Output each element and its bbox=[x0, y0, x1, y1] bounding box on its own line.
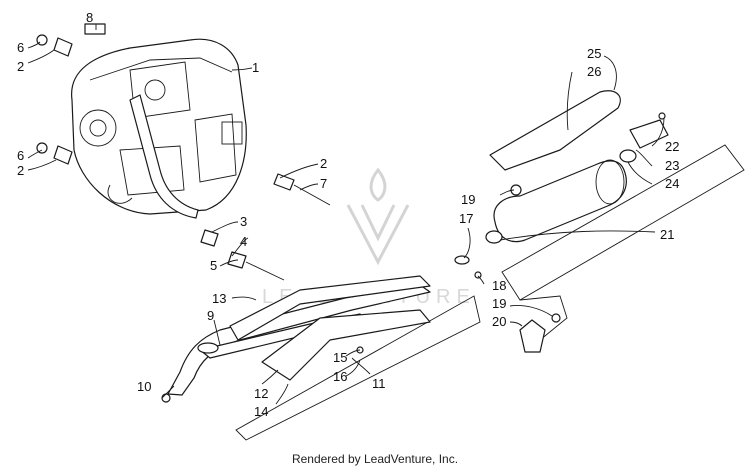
render-credit: Rendered by LeadVenture, Inc. bbox=[291, 452, 459, 466]
callout-labels: 1 2 2 2 3 4 5 6 6 7 8 9 10 11 12 13 14 1… bbox=[17, 10, 679, 419]
muffler-gasket bbox=[454, 255, 470, 265]
callout-4: 4 bbox=[240, 234, 247, 249]
engine-mount-bolt bbox=[245, 261, 285, 281]
callout-3: 3 bbox=[240, 214, 247, 229]
exhaust-pipe-flange bbox=[197, 342, 219, 354]
callout-24: 24 bbox=[665, 176, 679, 191]
callout-17: 17 bbox=[459, 211, 473, 226]
callout-6-upper: 6 bbox=[17, 40, 24, 55]
callout-25: 25 bbox=[587, 46, 601, 61]
pipe-heat-shield bbox=[261, 309, 431, 381]
front-lower-nut bbox=[36, 142, 48, 154]
engine-mount-bushing bbox=[200, 229, 219, 247]
callout-8: 8 bbox=[86, 10, 93, 25]
pipe-reference-frame bbox=[235, 295, 481, 441]
callout-23: 23 bbox=[665, 158, 679, 173]
callout-19-bracket: 19 bbox=[492, 296, 506, 311]
exhaust-pipe bbox=[167, 284, 431, 396]
callout-14: 14 bbox=[254, 404, 268, 419]
spark-arrestor-gasket bbox=[619, 149, 637, 163]
callout-2-upper: 2 bbox=[17, 59, 24, 74]
callout-9: 9 bbox=[207, 308, 214, 323]
callout-18: 18 bbox=[492, 278, 506, 293]
callout-13: 13 bbox=[212, 291, 226, 306]
callout-11: 11 bbox=[372, 376, 386, 391]
muffler-heat-shield bbox=[489, 90, 621, 171]
callout-12: 12 bbox=[254, 386, 268, 401]
front-upper-spacer bbox=[53, 37, 73, 57]
callout-1: 1 bbox=[252, 60, 259, 75]
exhaust-heat-shield bbox=[229, 275, 431, 341]
callout-5: 5 bbox=[210, 258, 217, 273]
spark-arrestor-tube bbox=[629, 119, 669, 149]
callout-10: 10 bbox=[137, 379, 151, 394]
label-decal bbox=[84, 23, 106, 35]
callout-20: 20 bbox=[492, 314, 506, 329]
callout-2-lower: 2 bbox=[17, 163, 24, 178]
callout-6-lower: 6 bbox=[17, 148, 24, 163]
callout-16: 16 bbox=[333, 369, 347, 384]
bracket-reference-frame bbox=[519, 295, 568, 341]
callout-26: 26 bbox=[587, 64, 601, 79]
pipe-bolt bbox=[161, 393, 171, 403]
engine-exhaust-outlet-pipe bbox=[129, 94, 199, 219]
engine-assembly bbox=[71, 38, 247, 215]
rear-mount-spacer bbox=[273, 173, 295, 191]
leader-lines bbox=[27, 24, 665, 405]
muffler-grommet bbox=[510, 184, 522, 196]
muffler-spring bbox=[474, 271, 482, 279]
front-lower-spacer bbox=[53, 145, 73, 165]
callout-15: 15 bbox=[333, 350, 347, 365]
leadventure-watermark-logo bbox=[346, 167, 410, 266]
callout-22: 22 bbox=[665, 139, 679, 154]
muffler-assembly bbox=[454, 159, 627, 265]
callout-19-muffler: 19 bbox=[461, 192, 475, 207]
bracket-grommet bbox=[551, 313, 561, 323]
callout-7: 7 bbox=[320, 176, 327, 191]
callout-2-rear: 2 bbox=[320, 156, 327, 171]
rear-mount-bolt bbox=[293, 184, 331, 206]
callout-21: 21 bbox=[660, 227, 674, 242]
muffler-bracket bbox=[519, 319, 546, 353]
spark-arrestor-screw bbox=[658, 112, 666, 120]
muffler-reference-frame bbox=[501, 144, 745, 301]
